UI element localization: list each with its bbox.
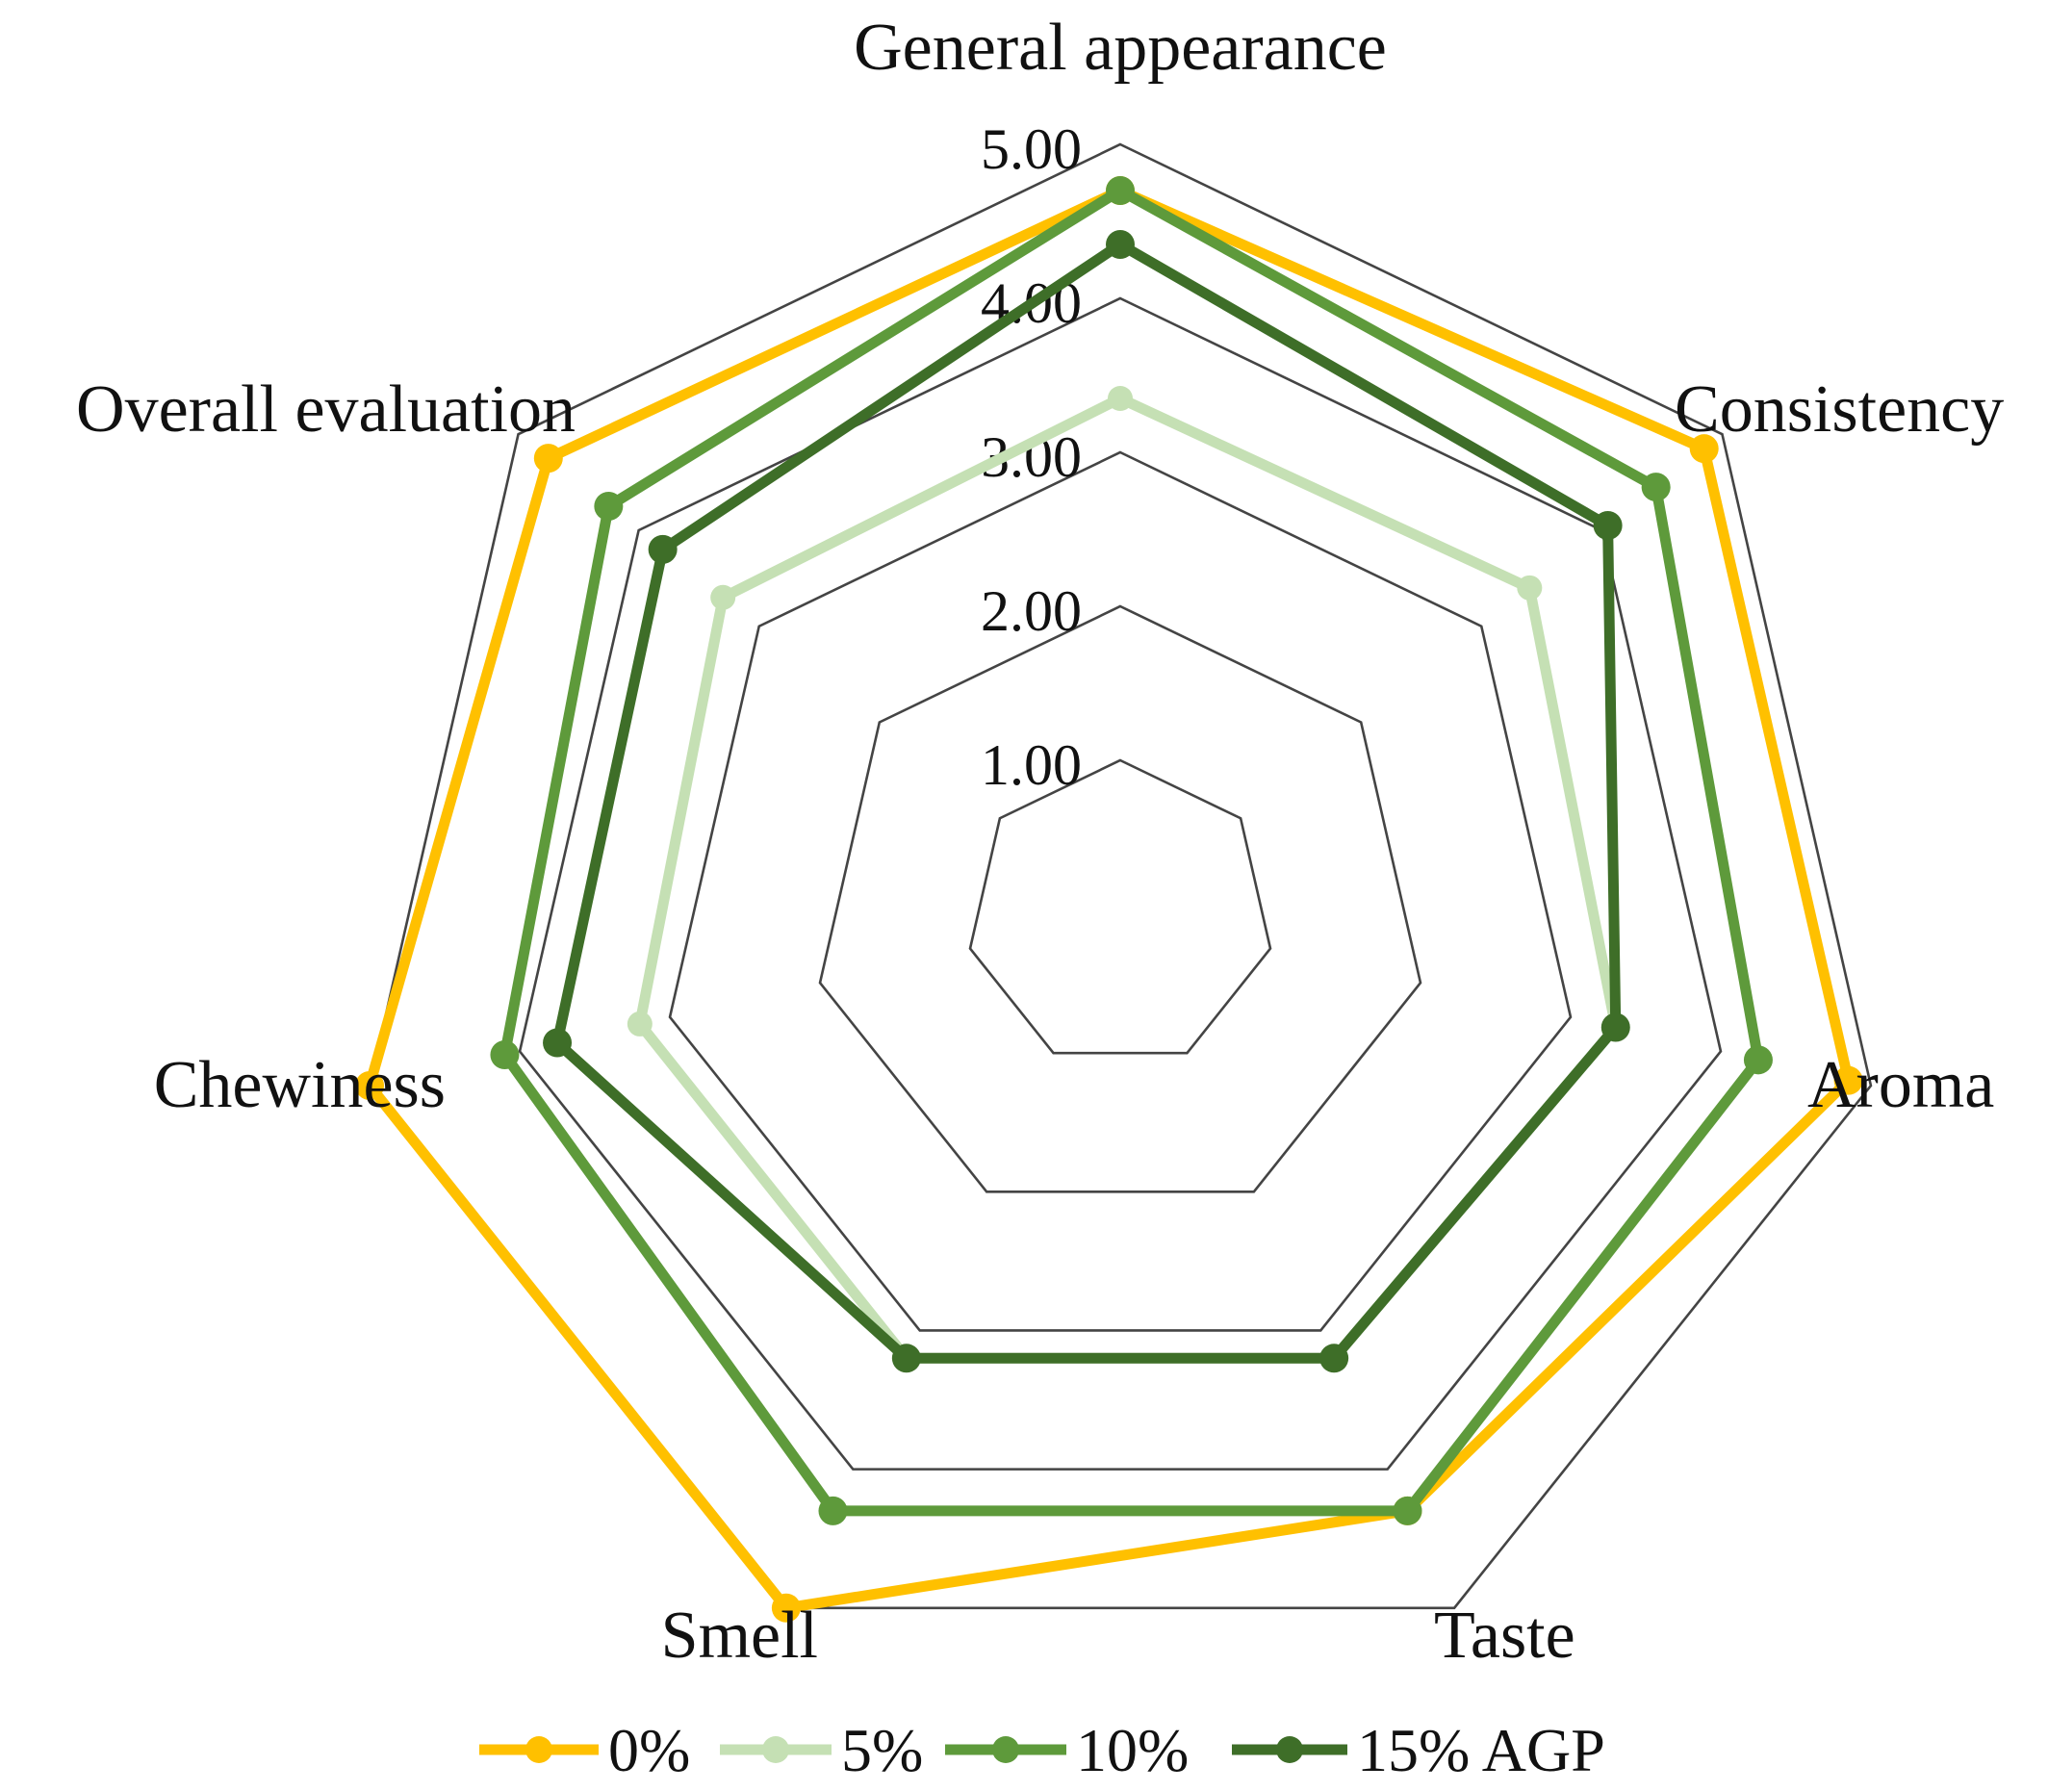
series-layer: [355, 176, 1863, 1623]
data-point: [1517, 575, 1543, 601]
data-point: [771, 1593, 801, 1623]
data-point: [594, 492, 624, 522]
legend-label: 0%: [608, 1716, 690, 1784]
legend-item-0pct: 0%: [479, 1716, 690, 1784]
tick-label-1: 1.00: [981, 733, 1082, 797]
data-point: [891, 1344, 921, 1373]
data-point: [1106, 230, 1135, 259]
legend-item-10pct: 10%: [945, 1716, 1189, 1784]
data-point: [1108, 386, 1133, 411]
data-point: [710, 584, 736, 610]
data-point: [1743, 1045, 1773, 1075]
axis-label-general-appearance: General appearance: [854, 11, 1387, 85]
axis-label-overall-evaluation: Overall evaluation: [76, 372, 576, 447]
tick-label-5: 5.00: [981, 117, 1082, 181]
series-line: [499, 185, 1764, 1517]
legend-item-15pct-agp: 15% AGP: [1232, 1716, 1605, 1784]
legend: 0% 5% 10% 15% AGP: [479, 1716, 1605, 1784]
series-line: [551, 239, 1622, 1364]
data-point: [1593, 510, 1623, 540]
data-point: [627, 1011, 653, 1037]
grid-ring: [968, 758, 1272, 1055]
grid-ring: [668, 450, 1573, 1332]
data-point: [1106, 176, 1135, 205]
legend-label: 10%: [1076, 1716, 1189, 1784]
axis-label-aroma: Aroma: [1807, 1048, 1994, 1122]
series-3: [543, 230, 1630, 1373]
legend-swatch-marker: [992, 1736, 1019, 1763]
axis-label-taste: Taste: [1434, 1599, 1575, 1673]
data-point: [1319, 1344, 1349, 1373]
legend-swatch-marker: [1276, 1736, 1303, 1763]
data-point: [1689, 434, 1719, 464]
tick-label-2: 2.00: [981, 579, 1082, 643]
data-point: [1833, 1065, 1863, 1095]
legend-label: 5%: [841, 1716, 923, 1784]
legend-label: 15% AGP: [1357, 1716, 1605, 1784]
series-1: [627, 386, 1628, 1371]
axis-label-consistency: Consistency: [1675, 372, 2004, 447]
data-point: [533, 444, 563, 474]
grid-ring: [368, 142, 1873, 1610]
legend-swatch-marker: [762, 1736, 789, 1763]
data-point: [490, 1039, 520, 1069]
data-point: [1393, 1496, 1422, 1525]
grid-ring: [518, 296, 1723, 1471]
series-2: [490, 176, 1773, 1525]
axis-label-smell: Smell: [661, 1599, 818, 1673]
data-point: [543, 1028, 573, 1058]
data-point: [355, 1071, 385, 1101]
grid-ring: [818, 604, 1422, 1193]
series-line: [634, 393, 1622, 1364]
data-point: [1641, 473, 1671, 502]
axis-label-chewiness: Chewiness: [154, 1048, 446, 1122]
grid-layer: [368, 142, 1873, 1610]
data-point: [648, 534, 678, 564]
series-line: [364, 185, 1855, 1614]
legend-item-5pct: 5%: [720, 1716, 923, 1784]
data-point: [1600, 1012, 1630, 1042]
data-point: [818, 1496, 848, 1525]
legend-swatch-marker: [525, 1736, 552, 1763]
